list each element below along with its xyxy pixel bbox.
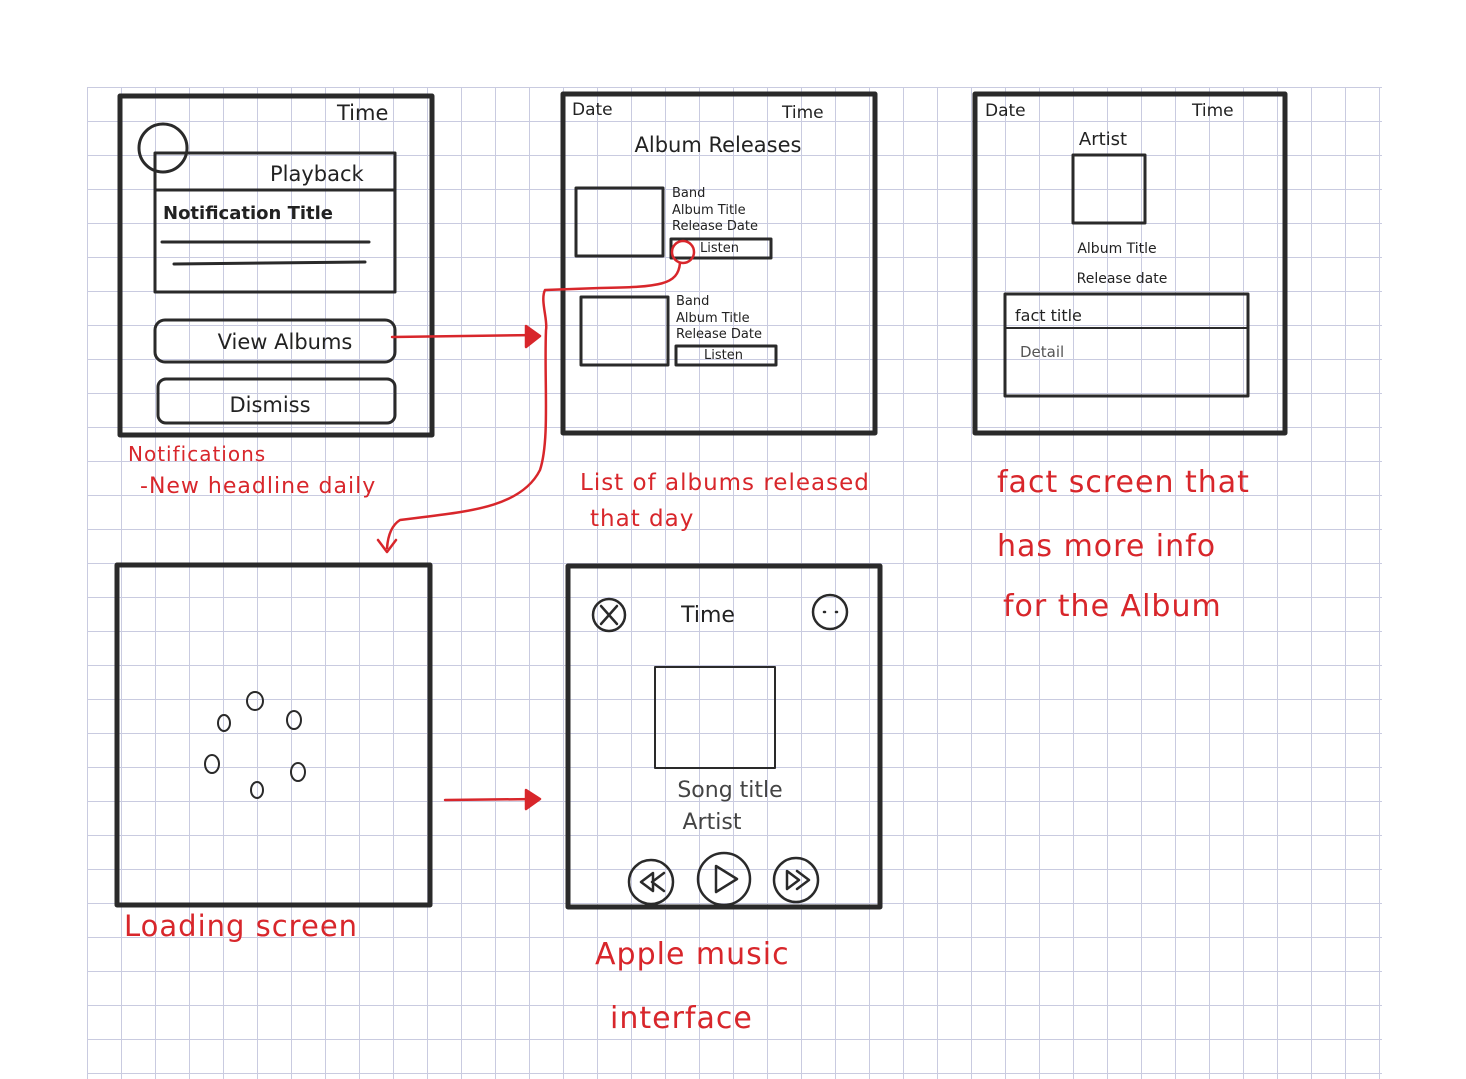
view-albums-button[interactable]: View Albums (217, 330, 353, 354)
time-label: Time (337, 101, 389, 125)
notification-caption-1: Notifications (128, 442, 267, 466)
view-albums-button-outline (153, 318, 397, 364)
band-label: Band (676, 294, 710, 309)
album-cover-1 (574, 186, 665, 258)
play-icon (696, 851, 752, 907)
notification-box (153, 188, 397, 294)
notification-caption-2: -New headline daily (140, 474, 377, 499)
artist-image (1071, 153, 1147, 225)
fact-detail: Detail (1020, 343, 1065, 361)
rewind-icon (627, 858, 675, 906)
app-icon-circle (137, 122, 189, 174)
more-icon (811, 593, 849, 631)
time-label: Time (1192, 101, 1234, 121)
date-label: Date (985, 101, 1026, 121)
release-date-label: Release Date (672, 219, 758, 234)
text-line (172, 260, 367, 266)
fact-caption-1: fact screen that (997, 465, 1250, 500)
listen-button[interactable]: Listen (700, 241, 739, 256)
music-caption-2: interface (610, 1001, 753, 1036)
release-date-label: Release date (1076, 271, 1168, 287)
band-label: Band (672, 186, 706, 201)
album-artwork (654, 666, 776, 769)
releases-caption-2: that day (590, 506, 695, 532)
album-title-label: Album Title (676, 311, 750, 326)
album-title-label: Album Title (1077, 241, 1157, 257)
grid-paper (87, 87, 1382, 1079)
time-label: Time (681, 603, 735, 628)
listen-button[interactable]: Listen (704, 348, 743, 363)
releases-caption-1: List of albums released (580, 470, 870, 496)
arrow-view-albums-to-releases (390, 324, 542, 349)
listen-button-outline-1 (669, 237, 773, 260)
listen-button-outline-2 (674, 344, 778, 367)
fast-forward-icon (772, 856, 820, 904)
fact-title: fact title (1015, 306, 1082, 325)
fact-caption-2: has more info (997, 529, 1217, 564)
fact-caption-3: for the Album (1003, 589, 1222, 624)
notification-title: Notification Title (163, 203, 334, 224)
artist-label: Artist (682, 810, 742, 835)
music-caption-1: Apple music (595, 937, 790, 972)
album-releases-frame (560, 91, 878, 436)
time-label: Time (782, 103, 824, 123)
loading-caption: Loading screen (124, 909, 359, 943)
playback-label: Playback (270, 162, 364, 186)
artist-label: Artist (1078, 129, 1128, 150)
date-label: Date (572, 100, 613, 120)
loading-screen-frame (114, 562, 433, 908)
dismiss-button[interactable]: Dismiss (229, 393, 311, 417)
arrow-listen-to-loading (376, 239, 696, 554)
release-date-label: Release Date (676, 327, 762, 342)
loading-spinner-icon (204, 691, 306, 799)
dismiss-button-outline (156, 377, 397, 425)
arrow-loading-to-music (443, 788, 542, 811)
close-icon (591, 597, 627, 633)
album-cover-2 (579, 295, 670, 367)
fact-screen-frame (972, 91, 1288, 436)
album-title-label: Album Title (672, 203, 746, 218)
fact-box (1003, 292, 1250, 398)
song-title: Song title (677, 778, 783, 803)
notification-screen-frame (117, 93, 435, 438)
music-screen-frame (565, 563, 883, 910)
page-title: Album Releases (634, 133, 802, 157)
